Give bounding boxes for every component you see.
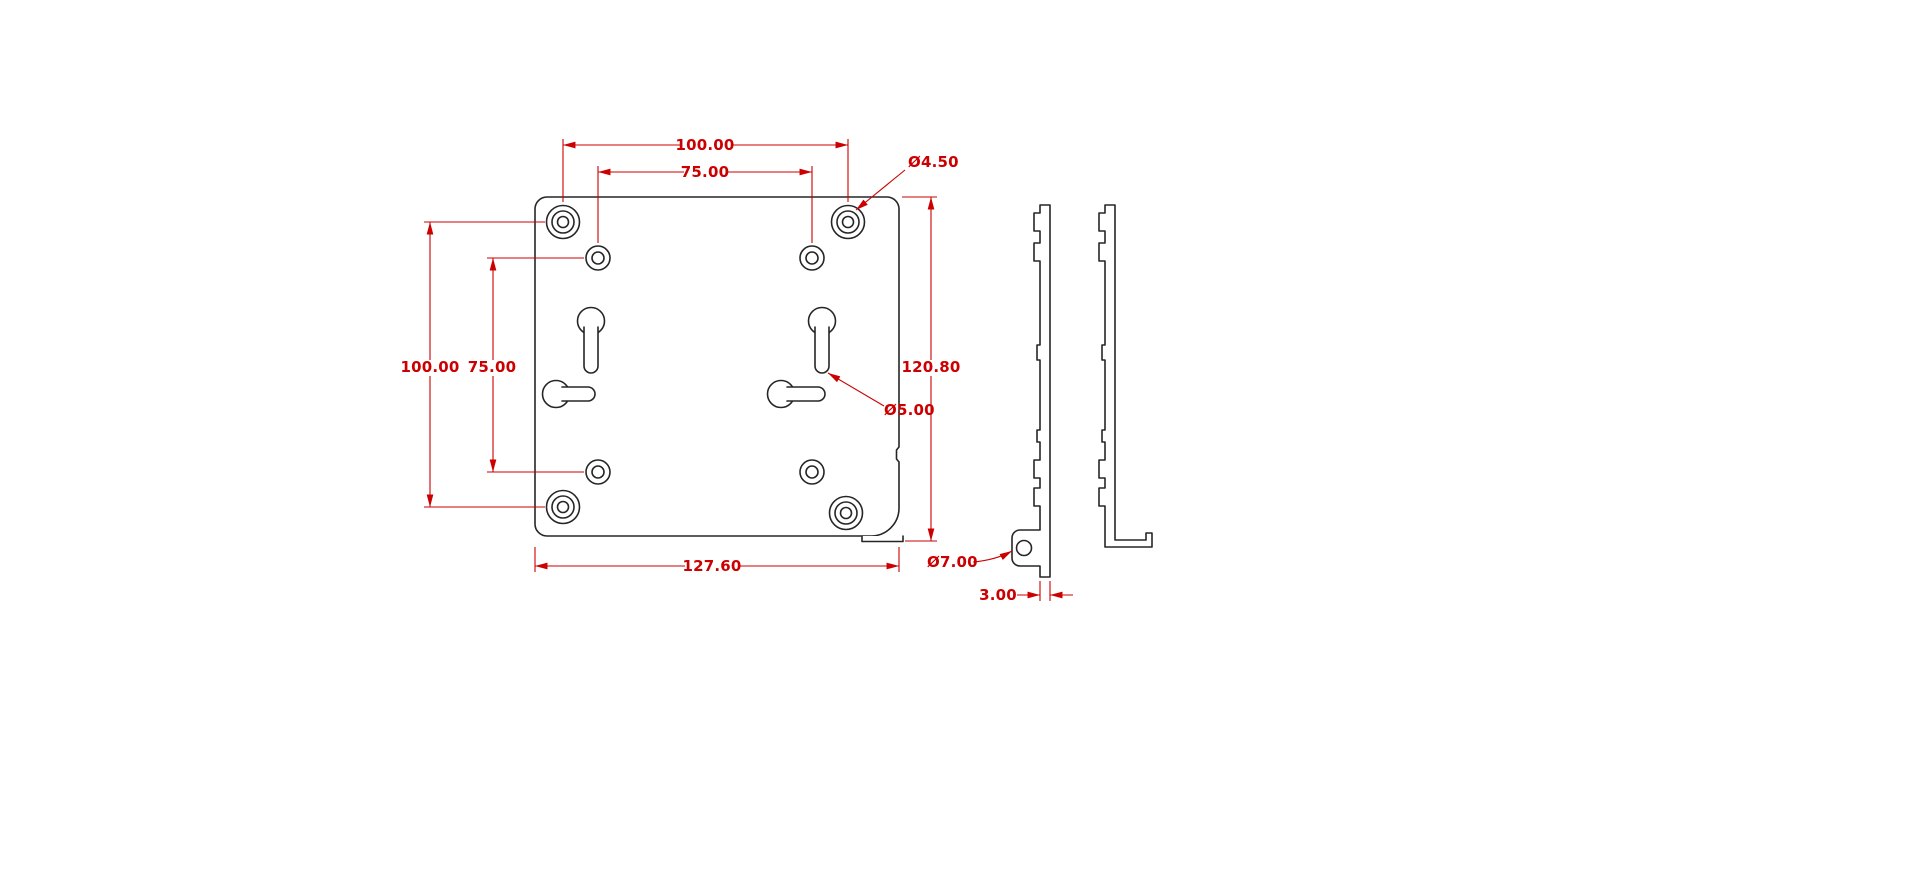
dim-label-top-inner-width: 75.00 <box>681 163 729 181</box>
label-background <box>469 360 516 376</box>
front-view <box>534 196 904 543</box>
corner-hole-bottom-right <box>828 495 864 531</box>
leader-line <box>855 169 906 211</box>
dim-label-top-width: 100.00 <box>675 136 734 154</box>
keyhole-left-horizontal <box>541 379 596 409</box>
leader-corner-hole-diameter: Ø4.50 <box>855 153 959 211</box>
hole-ring-inner <box>556 215 570 229</box>
keyhole-right-vertical <box>807 306 837 374</box>
side-view-first <box>1011 204 1051 578</box>
keyhole-slot <box>561 386 596 402</box>
keyhole-slot <box>786 386 826 402</box>
keyhole-slot <box>583 326 599 374</box>
corner-hole-top-right <box>830 204 866 240</box>
dim-label-overall-height: 120.80 <box>901 358 960 376</box>
dim-left-inner-height: 75.00 <box>468 257 584 473</box>
leader-tab-hole-diameter: Ø7.00 <box>927 550 1013 571</box>
hole-ring-inner <box>841 215 855 229</box>
hole-ring-inner <box>805 465 819 479</box>
leader-line <box>972 550 1013 563</box>
dim-label-overall-width: 127.60 <box>682 557 741 575</box>
dim-overall-width: 127.60 <box>534 547 900 575</box>
keyhole-right-horizontal <box>766 379 826 409</box>
label-background <box>684 164 727 179</box>
screw-hole-bottom-right <box>799 459 825 485</box>
hole-ring-inner <box>839 506 853 520</box>
screw-hole-bottom-left <box>585 459 611 485</box>
hole-ring-inner <box>591 251 605 265</box>
dim-label-left-inner-height: 75.00 <box>468 358 516 376</box>
dim-left-height: 100.00 <box>400 221 545 508</box>
dim-top-width: 100.00 <box>562 136 849 202</box>
plate-bottom-tab-edge <box>861 535 904 543</box>
dim-label-thickness: 3.00 <box>979 586 1017 604</box>
keyhole-left-vertical <box>576 306 606 374</box>
dim-thickness: 3.00 <box>979 581 1073 604</box>
hole-ring-inner <box>805 251 819 265</box>
dimensions: 100.00 75.00 Ø4.50 100.00 <box>400 136 1073 604</box>
side-profile-outline <box>1098 204 1153 548</box>
screw-hole-top-right <box>799 245 825 271</box>
plate-outline <box>534 196 900 537</box>
corner-hole-bottom-left <box>545 489 581 525</box>
hole-ring-inner <box>556 500 570 514</box>
keyhole-slot <box>814 326 830 374</box>
dim-label-keyhole-diameter: Ø5.00 <box>884 401 935 419</box>
dim-top-inner-width: 75.00 <box>597 163 813 243</box>
screw-hole-top-left <box>585 245 611 271</box>
leader-line <box>827 372 885 407</box>
dim-overall-height: 120.80 <box>901 196 960 542</box>
side-view-second <box>1098 204 1153 548</box>
hole-ring-inner <box>591 465 605 479</box>
label-background <box>685 558 740 574</box>
label-background <box>903 360 960 376</box>
corner-hole-top-left <box>545 204 581 240</box>
dim-label-tab-hole-diameter: Ø7.00 <box>927 553 978 571</box>
leader-keyhole-diameter: Ø5.00 <box>827 372 935 419</box>
label-background <box>680 137 731 152</box>
side-tab-hole <box>1015 539 1033 557</box>
dim-label-left-height: 100.00 <box>400 358 459 376</box>
label-background <box>403 360 457 376</box>
dim-label-corner-hole-diameter: Ø4.50 <box>908 153 959 171</box>
side-profile-outline <box>1011 204 1051 578</box>
